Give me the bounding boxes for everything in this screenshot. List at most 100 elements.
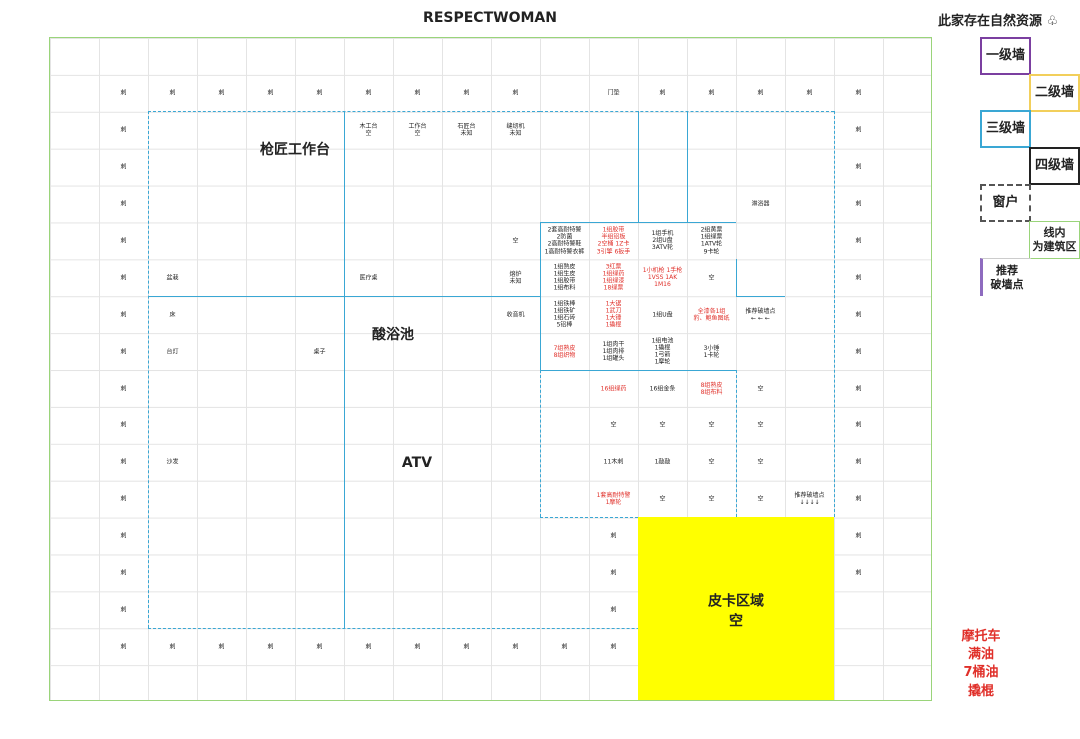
grid-cell: 医疗桌 — [359, 274, 378, 282]
legend-window: 窗户 — [980, 184, 1031, 222]
grid-cell: 盆栽 — [166, 274, 179, 282]
grid-cell: 刺 — [120, 421, 127, 429]
grid-cell: 全漆各1组豹、鲍鱼图纸 — [693, 307, 730, 322]
grid-cell: 工作台空 — [408, 123, 427, 138]
grid-cell: 刺 — [218, 89, 225, 97]
window-line — [540, 370, 541, 517]
grid-cell: 收音机 — [506, 311, 525, 319]
grid-cell: 空 — [757, 421, 764, 429]
grid-cell: 刺 — [855, 311, 862, 319]
grid-cell: 熔炉未知 — [509, 270, 522, 285]
window-line — [736, 370, 737, 517]
grid-cell: 刺 — [855, 200, 862, 208]
grid-cell: 11木刺 — [603, 458, 624, 466]
grid-cell: 刺 — [855, 532, 862, 540]
grid-cell: 刺 — [806, 89, 813, 97]
grid-cell: 刺 — [120, 348, 127, 356]
grid-cell: 刺 — [855, 163, 862, 171]
grid-cell: 桌子 — [313, 348, 326, 356]
note-line: 撬棍 — [967, 683, 994, 699]
grid-cell: 刺 — [512, 643, 519, 651]
grid-cell: 空 — [610, 421, 617, 429]
legend-breach: 推荐破墙点 — [980, 258, 1031, 296]
grid-cell: 刺 — [120, 643, 127, 651]
map-title: RESPECTWOMAN — [423, 10, 557, 26]
room-acid-bath: 酸浴池 — [372, 327, 414, 343]
grid-cell: 门垫 — [607, 89, 620, 97]
grid-cell: 1敲敲 — [654, 458, 671, 466]
resource-note: 此家存在自然资源 ♧ — [938, 14, 1059, 29]
grid-cell: 台灯 — [166, 348, 179, 356]
grid-cell: 刺 — [610, 569, 617, 577]
grid-cell: 刺 — [463, 89, 470, 97]
grid-cell: 空 — [659, 421, 666, 429]
grid-cell: 刺 — [855, 458, 862, 466]
grid-cell: 刺 — [120, 126, 127, 134]
grid-cell: 刺 — [120, 200, 127, 208]
wall-line — [736, 296, 785, 297]
window-line — [148, 628, 834, 629]
legend-zone: 线内为建筑区 — [1029, 221, 1080, 259]
grid-cell: 床 — [169, 311, 176, 319]
wall-line — [148, 296, 540, 297]
grid-cell: 刺 — [610, 532, 617, 540]
grid-cell: 刺 — [855, 384, 862, 392]
grid-cell: 推荐破墙点↓↓↓↓ — [794, 492, 825, 507]
grid-cell: 淋浴器 — [751, 200, 770, 208]
room-atv: ATV — [401, 455, 433, 471]
grid-cell: 刺 — [855, 569, 862, 577]
legend-wall4: 四级墙 — [1029, 147, 1080, 185]
grid-cell: 空 — [708, 274, 715, 282]
grid-cell: 刺 — [120, 458, 127, 466]
grid-cell: 刺 — [120, 274, 127, 282]
grid-cell: 空 — [757, 458, 764, 466]
grid-cell: 刺 — [855, 89, 862, 97]
grid-cell: 空 — [659, 495, 666, 503]
grid-cell: 刺 — [855, 495, 862, 503]
note-line: 7桶油 — [963, 665, 999, 681]
grid-cell: 沙发 — [166, 458, 179, 466]
grid-cell: 空 — [757, 384, 764, 392]
grid-cell: 刺 — [169, 89, 176, 97]
window-line — [834, 111, 835, 517]
wall-line — [687, 111, 688, 222]
grid-cell: 空 — [708, 421, 715, 429]
grid-cell: 刺 — [855, 126, 862, 134]
grid-cell: 刺 — [365, 643, 372, 651]
grid-cell: 刺 — [120, 237, 127, 245]
grid-cell: 刺 — [120, 311, 127, 319]
wall-line — [540, 370, 736, 371]
grid-cell: 刺 — [610, 606, 617, 614]
grid-cell: 刺 — [855, 421, 862, 429]
room-gunsmith: 枪匠工作台 — [260, 142, 330, 158]
grid-cell: 刺 — [610, 643, 617, 651]
grid-cell: 刺 — [855, 237, 862, 245]
grid-cell: 刺 — [120, 606, 127, 614]
grid-cell: 刺 — [708, 89, 715, 97]
grid-cell: 刺 — [414, 643, 421, 651]
grid-cell: 木工台空 — [359, 123, 378, 138]
grid-cell: 刺 — [120, 163, 127, 171]
tree-icon: ♧ — [1046, 14, 1059, 29]
grid-cell: 缝纫机未知 — [506, 123, 525, 138]
wall-line — [540, 222, 541, 370]
grid-cell: 空 — [708, 458, 715, 466]
grid-cell: 刺 — [414, 89, 421, 97]
grid-cell: 推荐破墙点← ← ← — [745, 307, 776, 322]
base-map-grid: 刺刺刺刺刺刺刺刺刺门垫刺刺刺刺刺刺木工台空工作台空石匠台未知缝纫机未知刺刺刺刺淋… — [49, 37, 932, 701]
grid-cell: 刺 — [120, 384, 127, 392]
grid-cell: 刺 — [757, 89, 764, 97]
